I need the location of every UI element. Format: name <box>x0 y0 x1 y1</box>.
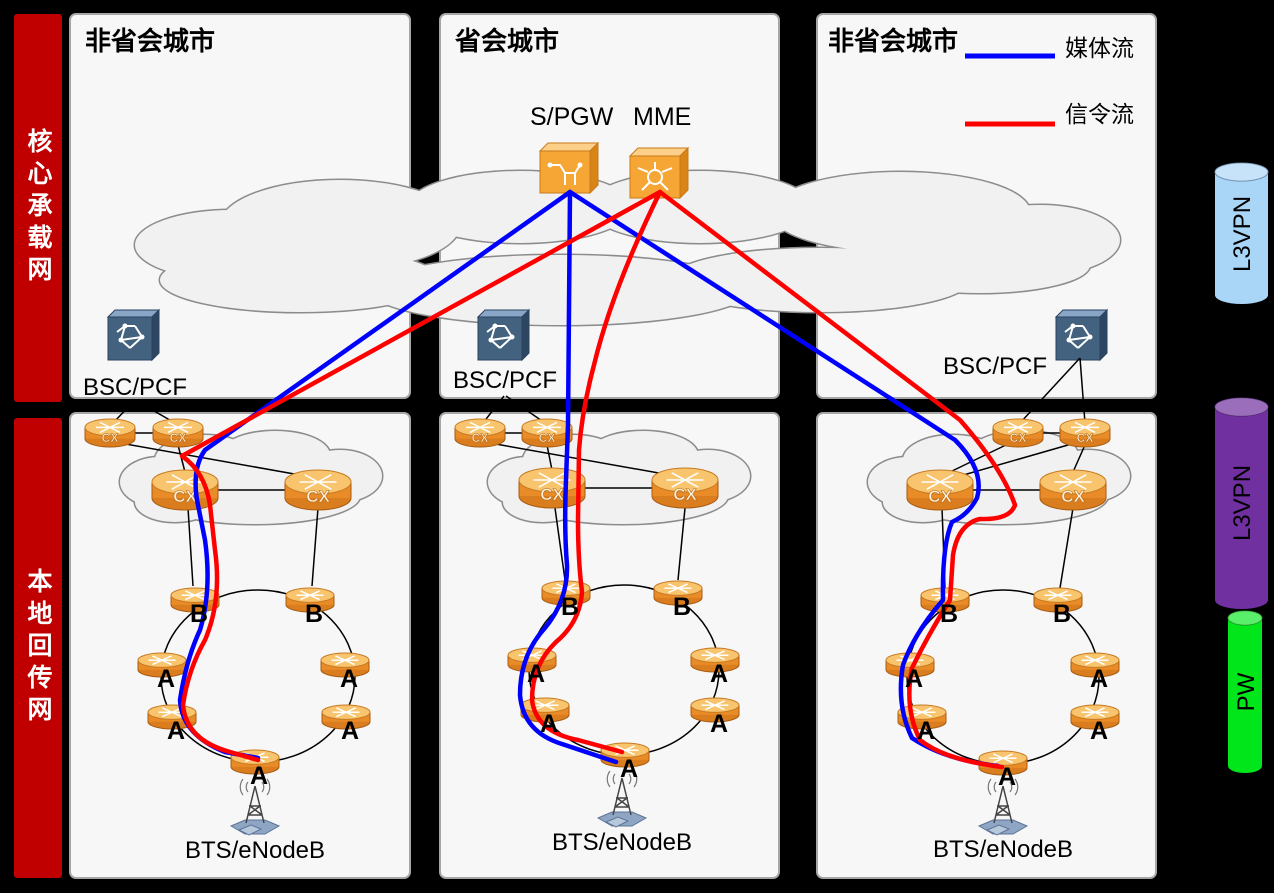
region-title-center: 省会城市 <box>454 26 559 57</box>
a-node-label: A <box>540 710 558 738</box>
cx-label: CX <box>306 487 330 506</box>
bts-label-left: BTS/eNodeB <box>185 837 325 864</box>
cx-core-router: CX <box>906 469 974 511</box>
cx-label: CX <box>539 431 556 445</box>
spgw-gateway-icon <box>539 142 599 194</box>
cx-edge-router: CX <box>84 418 136 448</box>
cx-label: CX <box>1061 487 1085 506</box>
backhaul-panel-right <box>816 412 1157 879</box>
a-node-label: A <box>340 665 358 693</box>
a-node-label: A <box>1090 665 1108 693</box>
cx-label: CX <box>102 431 119 445</box>
bsc-label-left: BSC/PCF <box>83 374 187 401</box>
a-node-label: A <box>620 755 638 783</box>
a-router <box>320 652 370 678</box>
b-router <box>653 580 703 606</box>
core-network-bar: 核心承载网 <box>14 14 62 402</box>
b-node-label: B <box>1053 600 1071 628</box>
cx-core-router: CX <box>518 467 586 509</box>
routers: CX CX CX CX CX CX CX CX CX CX CX CX <box>84 418 1120 776</box>
layer-label-core-l3vpn: L3VPN <box>1229 196 1256 272</box>
traffic-flows <box>177 189 1018 770</box>
cx-label: CX <box>928 487 952 506</box>
cx-edge-router: CX <box>152 418 204 448</box>
a-node-label: A <box>1090 717 1108 745</box>
a-router <box>1070 652 1120 678</box>
b-node-label: B <box>561 593 579 621</box>
bsc-icon <box>477 309 530 361</box>
layer-cylinder-core-l3vpn: L3VPN <box>1214 162 1269 304</box>
bsc-icon <box>1055 309 1108 361</box>
cx-edge-router: CX <box>1059 418 1111 448</box>
legend-signaling-label: 信令流 <box>1065 102 1134 128</box>
media-flow-center <box>517 189 619 765</box>
a-node-label: A <box>917 717 935 745</box>
cx-core-router: CX <box>651 467 719 509</box>
bsc-label-center: BSC/PCF <box>453 367 557 394</box>
b-router <box>1033 587 1083 613</box>
b-node-label: B <box>940 600 958 628</box>
legend-media-label: 媒体流 <box>1065 36 1134 62</box>
layer-cylinder-backhaul-l3vpn: L3VPN <box>1214 397 1269 609</box>
backhaul-panel-left <box>69 412 411 879</box>
backhaul-network-label: 本地回传网 <box>24 568 53 728</box>
a-router <box>600 742 650 768</box>
a-node-label: A <box>250 762 268 790</box>
cx-label: CX <box>540 485 564 504</box>
media-flow-right <box>567 189 1001 769</box>
a-node-label: A <box>905 665 923 693</box>
signaling-flow-center <box>529 189 663 755</box>
backhaul-panel-center <box>439 412 780 879</box>
a-router <box>690 697 740 723</box>
a-router <box>1070 704 1120 730</box>
bsc-icon <box>107 309 160 361</box>
a-node-label: A <box>710 660 728 688</box>
b-router <box>541 580 591 606</box>
mme-gateway-icon <box>629 147 689 199</box>
layer-label-pw: PW <box>1233 672 1260 711</box>
cx-core-router: CX <box>284 469 352 511</box>
layer-cylinder-pw: PW <box>1227 610 1263 773</box>
bts-label-right: BTS/eNodeB <box>933 836 1073 863</box>
a-node-label: A <box>998 763 1016 791</box>
backhaul-network-bar: 本地回传网 <box>14 418 62 878</box>
cx-label: CX <box>1077 431 1094 445</box>
spgw-label: S/PGW <box>530 103 614 131</box>
bts-label-center: BTS/eNodeB <box>552 829 692 856</box>
a-router <box>321 704 371 730</box>
b-node-label: B <box>190 600 208 628</box>
region-title-left: 非省会城市 <box>85 26 215 57</box>
layer-label-backhaul-l3vpn: L3VPN <box>1229 465 1256 541</box>
cx-label: CX <box>1010 431 1027 445</box>
a-node-label: A <box>167 717 185 745</box>
cx-label: CX <box>673 485 697 504</box>
a-node-label: A <box>710 710 728 738</box>
mme-label: MME <box>633 103 691 131</box>
cx-core-router: CX <box>1039 469 1107 511</box>
b-router <box>285 587 335 613</box>
b-node-label: B <box>305 600 323 628</box>
legend: 媒体流 信令流 <box>965 36 1134 128</box>
cx-label: CX <box>170 431 187 445</box>
core-network-label: 核心承载网 <box>24 128 53 288</box>
a-node-label: A <box>157 665 175 693</box>
cx-label: CX <box>472 431 489 445</box>
bsc-label-right: BSC/PCF <box>943 353 1047 380</box>
cx-edge-router: CX <box>454 418 506 448</box>
a-node-label: A <box>341 717 359 745</box>
cx-label: CX <box>173 487 197 506</box>
a-router <box>690 647 740 673</box>
cx-edge-router: CX <box>992 418 1044 448</box>
region-title-right: 非省会城市 <box>828 26 958 57</box>
signaling-flow-right <box>657 189 1018 770</box>
a-node-label: A <box>527 660 545 688</box>
signaling-flow-left <box>179 189 663 763</box>
cx-edge-router: CX <box>521 418 573 448</box>
b-node-label: B <box>673 593 691 621</box>
